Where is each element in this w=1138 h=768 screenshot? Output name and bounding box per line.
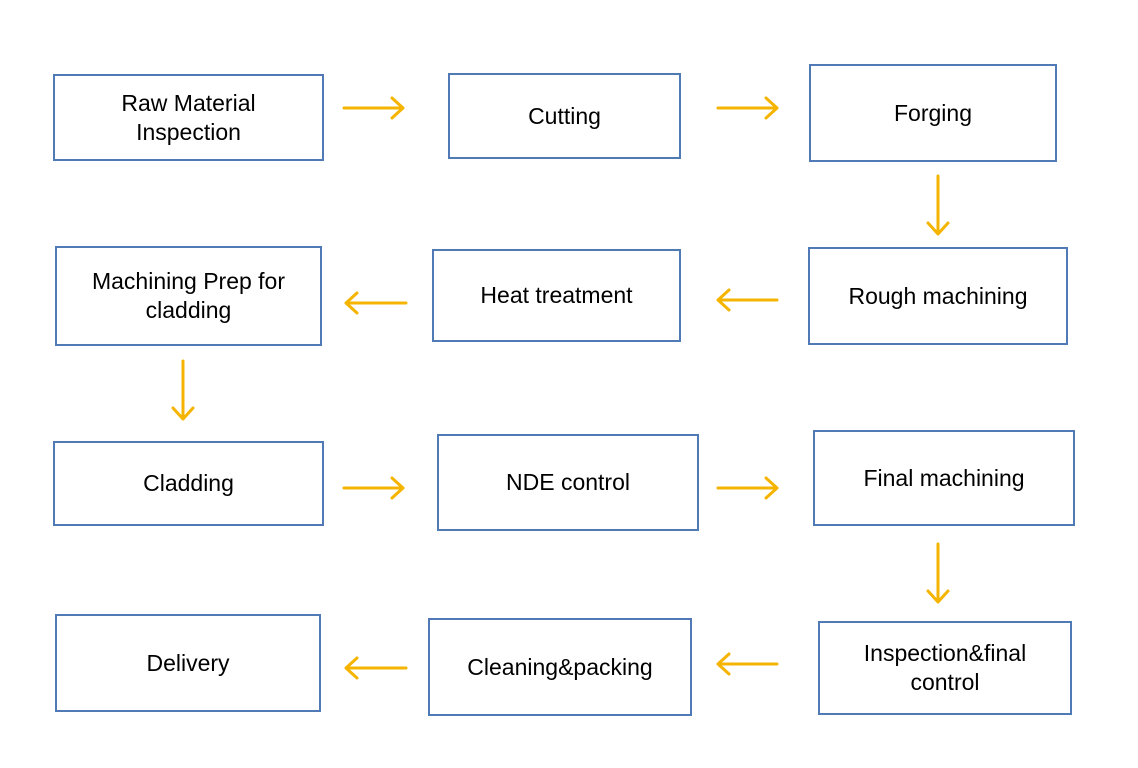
step-label: Forging <box>894 99 972 126</box>
step-final-machining: Final machining <box>813 430 1075 526</box>
arrow-right-icon <box>342 476 405 500</box>
step-inspection-final-control: Inspection&final control <box>818 621 1072 715</box>
step-label: Delivery <box>146 649 230 676</box>
step-rough-machining: Rough machining <box>808 247 1068 345</box>
arrow-right-icon <box>716 476 779 500</box>
step-label: Machining Prep for cladding <box>91 268 286 323</box>
step-forging: Forging <box>809 64 1057 162</box>
arrow-left-icon <box>344 291 408 315</box>
arrow-left-icon <box>716 652 779 676</box>
step-label: NDE control <box>506 469 630 495</box>
step-cleaning-packing: Cleaning&packing <box>428 618 692 716</box>
step-label: Cladding <box>143 470 234 496</box>
step-nde-control: NDE control <box>437 434 699 531</box>
step-cutting: Cutting <box>448 73 681 159</box>
arrow-down-icon <box>926 174 950 236</box>
step-heat-treatment: Heat treatment <box>432 249 681 342</box>
step-machining-prep-for-cladding: Machining Prep for cladding <box>55 246 322 346</box>
arrow-left-icon <box>344 656 408 680</box>
step-label: Final machining <box>863 464 1025 491</box>
step-label: Inspection&final control <box>863 640 1027 695</box>
step-label: Heat treatment <box>480 282 633 308</box>
step-label: Rough machining <box>848 282 1028 309</box>
step-label: Raw Material Inspection <box>121 89 256 145</box>
arrow-right-icon <box>716 96 779 120</box>
step-cladding: Cladding <box>53 441 324 526</box>
step-label: Cutting <box>528 102 601 129</box>
step-label: Cleaning&packing <box>467 653 653 680</box>
step-raw-material-inspection: Raw Material Inspection <box>53 74 324 161</box>
arrow-right-icon <box>342 96 405 120</box>
arrow-left-icon <box>716 288 779 312</box>
arrow-down-icon <box>926 542 950 604</box>
arrow-down-icon <box>171 359 195 421</box>
step-delivery: Delivery <box>55 614 321 712</box>
